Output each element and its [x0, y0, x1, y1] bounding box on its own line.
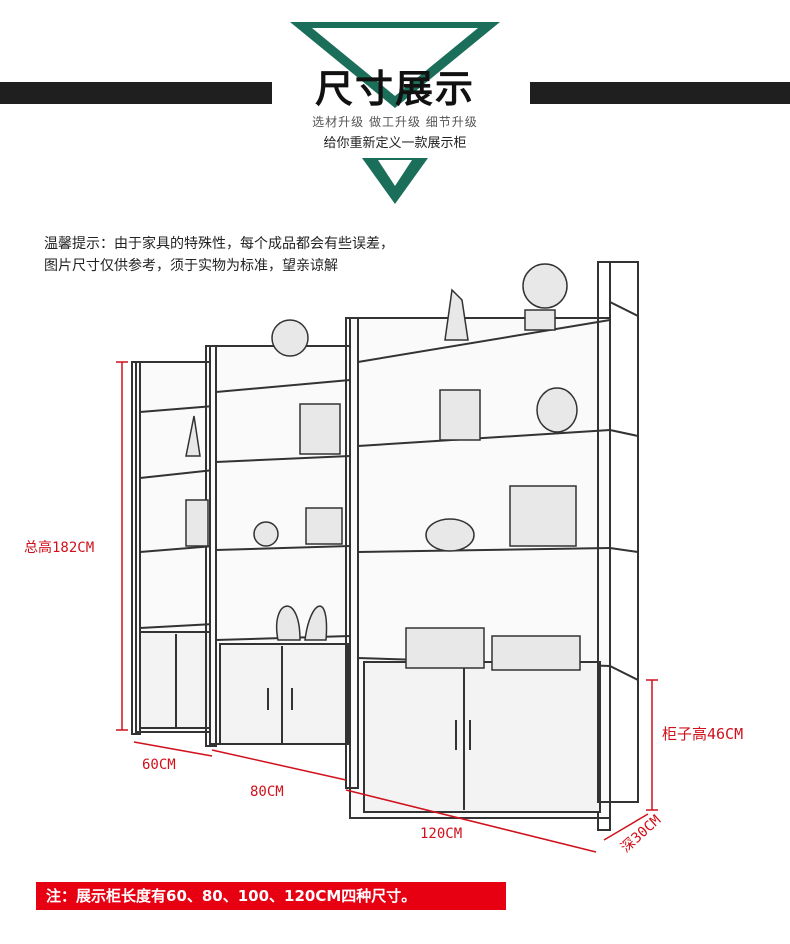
tagline: 选材升级 做工升级 细节升级	[312, 115, 478, 129]
page-title: 尺寸展示	[314, 67, 475, 111]
bottom-chevron-icon	[362, 158, 428, 204]
top-chevron-icon	[290, 22, 500, 108]
width-120-label: 120CM	[420, 826, 463, 842]
width-60-label: 60CM	[142, 757, 176, 773]
notice-line-1: 温馨提示：由于家具的特殊性，每个成品都会有些误差，	[44, 236, 394, 252]
notice-text: 温馨提示：由于家具的特殊性，每个成品都会有些误差， 图片尺寸仅供参考，须于实物为…	[44, 233, 464, 277]
header-bar-right	[530, 82, 790, 104]
shelf-decor-items	[185, 263, 581, 671]
total-height-label: 总高182CM	[24, 540, 95, 556]
size-note-banner: 注：展示柜长度有60、80、100、120CM四种尺寸。	[36, 882, 506, 910]
notice-line-2: 图片尺寸仅供参考，须于实物为标准，望亲谅解	[44, 258, 338, 274]
header-bar-left	[0, 82, 272, 104]
dimension-lines	[116, 361, 658, 853]
cabinet-height-label: 柜子高46CM	[662, 725, 744, 743]
width-80-label: 80CM	[250, 784, 284, 800]
subtitle: 给你重新定义一款展示柜	[323, 136, 467, 151]
